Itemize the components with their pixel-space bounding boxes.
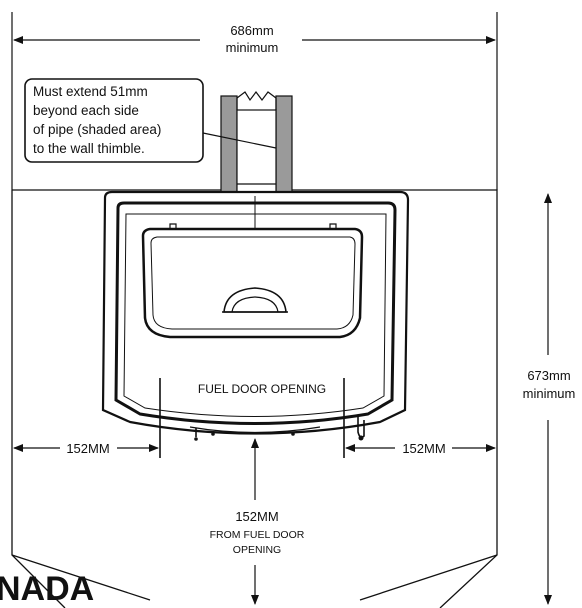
stove-inner-frame xyxy=(114,201,397,425)
left-dim-value: 152MM xyxy=(66,441,109,456)
pipe-shaded-right xyxy=(275,95,293,197)
door-hinge-left xyxy=(169,223,177,230)
depth-value: 673mm xyxy=(527,368,570,383)
front-dimension: 152MM FROM FUEL DOOR OPENING xyxy=(210,438,305,605)
chimney-pipe xyxy=(220,91,293,197)
ash-pan-lip xyxy=(189,415,365,441)
pipe-shaded-left xyxy=(220,95,238,197)
fuel-door-label: FUEL DOOR OPENING xyxy=(198,382,326,396)
right-depth-dimension: 673mm minimum xyxy=(523,193,576,605)
callout-line-1: Must extend 51mm xyxy=(33,84,148,99)
pipe-break-line xyxy=(236,91,277,102)
right-chamfer xyxy=(359,554,498,601)
fuel-door-glass xyxy=(150,236,356,330)
front-dim-value: 152MM xyxy=(235,509,278,524)
pipe-body xyxy=(236,109,277,197)
callout-box xyxy=(24,78,204,163)
callout-line-3: of pipe (shaded area) xyxy=(33,122,161,137)
front-dim-note-2: OPENING xyxy=(233,544,281,556)
stove: FUEL DOOR OPENING xyxy=(101,190,410,458)
door-hinge-right xyxy=(329,223,337,230)
corner-caption: NADA xyxy=(0,570,94,608)
right-dim-value: 152MM xyxy=(402,441,445,456)
callout-leader xyxy=(202,132,277,149)
left-chamfer xyxy=(11,554,151,601)
callout-line-4: to the wall thimble. xyxy=(33,141,145,156)
callout-line-2: beyond each side xyxy=(33,103,139,118)
door-handle[interactable] xyxy=(223,287,287,313)
depth-note: minimum xyxy=(523,386,576,401)
top-width-value: 686mm xyxy=(230,23,273,38)
fuel-door xyxy=(141,227,364,339)
callout: Must extend 51mm beyond each side of pip… xyxy=(24,78,277,163)
top-width-note: minimum xyxy=(226,40,279,55)
right-side-dimension: 152MM xyxy=(345,441,496,456)
stove-face xyxy=(123,213,387,417)
left-side-dimension: 152MM xyxy=(13,441,159,456)
top-width-dimension: 686mm minimum xyxy=(11,12,498,190)
front-dim-note-1: FROM FUEL DOOR xyxy=(210,529,305,541)
